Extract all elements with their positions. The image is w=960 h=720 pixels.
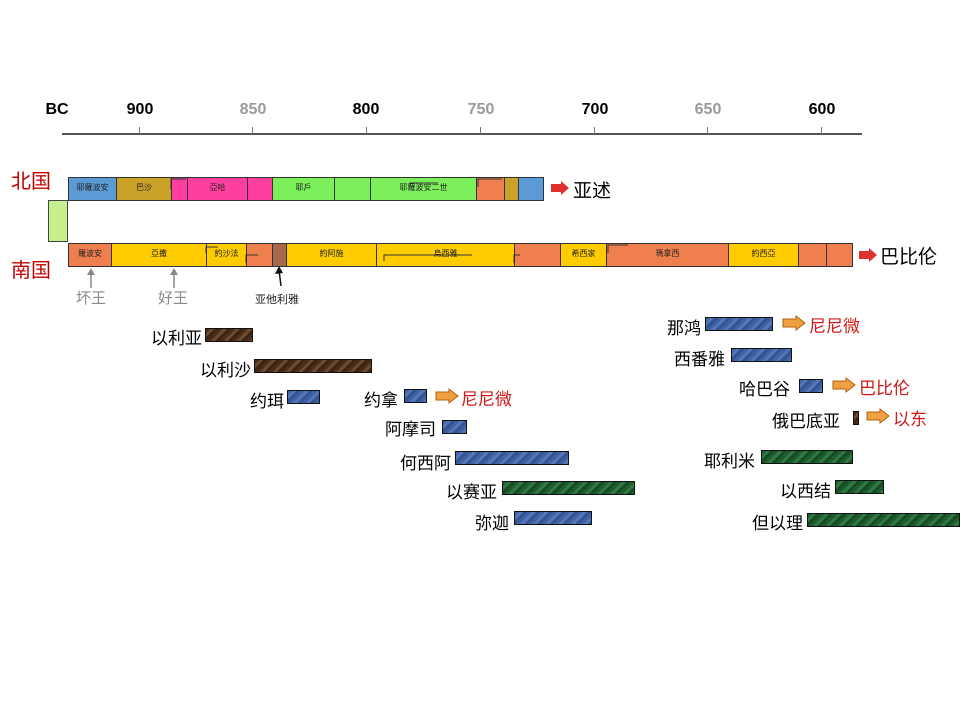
south-seg-9: 瑪拿西: [607, 244, 729, 266]
prophet-destination: 尼尼微: [809, 317, 860, 337]
tick-label-3: 750: [467, 101, 495, 118]
axis-tick: [366, 127, 367, 134]
prophet-name: 俄巴底亚: [772, 412, 840, 432]
south-exile-arrow-icon: [859, 248, 877, 262]
north-exile-arrow-icon: [551, 181, 569, 195]
mission-arrow-icon: [832, 377, 856, 393]
south-kingdom-label: 南国: [11, 258, 51, 282]
prophet-bar: [731, 348, 792, 362]
prophet-bar: [514, 511, 592, 525]
prophet-name: 那鸿: [667, 319, 701, 339]
prophet-bar: [205, 328, 253, 342]
prophet-name: 以赛亚: [446, 483, 497, 503]
prophet-bar: [287, 390, 320, 404]
south-seg-5: 約阿施: [287, 244, 377, 266]
south-seg-11: [799, 244, 827, 266]
prophet-name: 弥迦: [475, 514, 509, 534]
prophet-bar: [455, 451, 569, 465]
axis-line: [62, 133, 862, 135]
south-seg-8: 希西家: [561, 244, 607, 266]
north-seg-9: [505, 178, 519, 200]
axis-tick: [594, 127, 595, 134]
prophet-bar: [502, 481, 635, 495]
prophet-name: 以西结: [780, 482, 831, 502]
north-seg-5: 耶戶: [273, 178, 335, 200]
south-seg-12: [827, 244, 852, 266]
tick-label-5: 650: [694, 101, 722, 118]
bad-king-note: 坏王: [76, 289, 107, 307]
prophet-name: 哈巴谷: [739, 380, 790, 400]
prophet-name: 西番雅: [674, 350, 725, 370]
tick-label-0: 900: [126, 101, 154, 118]
mission-arrow-icon: [435, 388, 459, 404]
prophet-name: 阿摩司: [385, 420, 436, 440]
prophet-name: 以利亚: [151, 329, 202, 349]
north-seg-0: 耶羅波安: [69, 178, 117, 200]
prophet-bar: [835, 480, 884, 494]
prophet-destination: 巴比伦: [859, 379, 910, 399]
mission-arrow-icon: [782, 315, 806, 331]
era-label: BC: [45, 101, 69, 118]
north-step-lines: [170, 178, 502, 189]
tick-label-2: 800: [352, 101, 380, 118]
south-seg-4: [273, 244, 287, 266]
prophet-destination: 尼尼微: [461, 390, 512, 410]
prophet-bar: [705, 317, 773, 331]
prophet-bar: [853, 411, 859, 425]
north-seg-6: [335, 178, 371, 200]
north-seg-2: [172, 178, 188, 200]
prophet-name: 耶利米: [704, 452, 755, 472]
prophet-name: 何西阿: [400, 454, 451, 474]
prophet-bar: [799, 379, 823, 393]
north-seg-4: [248, 178, 273, 200]
athaliah-pointer-icon: [275, 266, 283, 287]
tick-label-6: 600: [808, 101, 836, 118]
prophet-name: 约拿: [364, 391, 398, 411]
mission-arrow-icon: [866, 408, 890, 424]
south-step-lines: [205, 244, 628, 263]
bad-king-pointer-icon: [87, 268, 95, 288]
north-seg-3: 亞哈: [188, 178, 248, 200]
prophet-bar: [807, 513, 960, 527]
north-seg-10: [519, 178, 543, 200]
prophet-bar: [254, 359, 372, 373]
north-seg-7: 耶羅波安二世: [371, 178, 477, 200]
axis-tick: [707, 127, 708, 134]
axis-tick: [821, 127, 822, 134]
south-destination: 巴比伦: [880, 246, 938, 268]
south-seg-10: 約西亞: [729, 244, 799, 266]
south-seg-0: 羅波安: [69, 244, 112, 266]
north-destination: 亚述: [573, 180, 612, 202]
axis-tick: [252, 127, 253, 134]
tick-label-1: 850: [239, 101, 267, 118]
south-seg-3: [247, 244, 273, 266]
south-kingdom-bar: 羅波安 亞撒 約沙法 約阿施 烏西雅 希西家 瑪拿西 約西亞: [68, 243, 853, 267]
north-seg-8: [477, 178, 505, 200]
north-kingdom-bar: 耶羅波安 巴沙 亞哈 耶戶 耶羅波安二世: [68, 177, 544, 201]
axis-tick: [139, 127, 140, 134]
good-king-note: 好王: [158, 289, 189, 307]
prophet-bar: [442, 420, 467, 434]
prophet-destination: 以东: [893, 410, 927, 430]
north-kingdom-label: 北国: [11, 169, 51, 193]
athaliah-note: 亚他利雅: [255, 293, 299, 306]
prophet-name: 但以理: [752, 514, 803, 534]
united-kingdom-block: [48, 200, 68, 242]
south-seg-1: 亞撒: [112, 244, 207, 266]
axis-tick: [480, 127, 481, 134]
south-seg-7: [515, 244, 561, 266]
prophet-bar: [404, 389, 427, 403]
prophet-name: 约珥: [250, 392, 284, 412]
prophet-bar: [761, 450, 853, 464]
good-king-pointer-icon: [170, 268, 178, 288]
tick-label-4: 700: [581, 101, 609, 118]
prophet-name: 以利沙: [200, 361, 251, 381]
